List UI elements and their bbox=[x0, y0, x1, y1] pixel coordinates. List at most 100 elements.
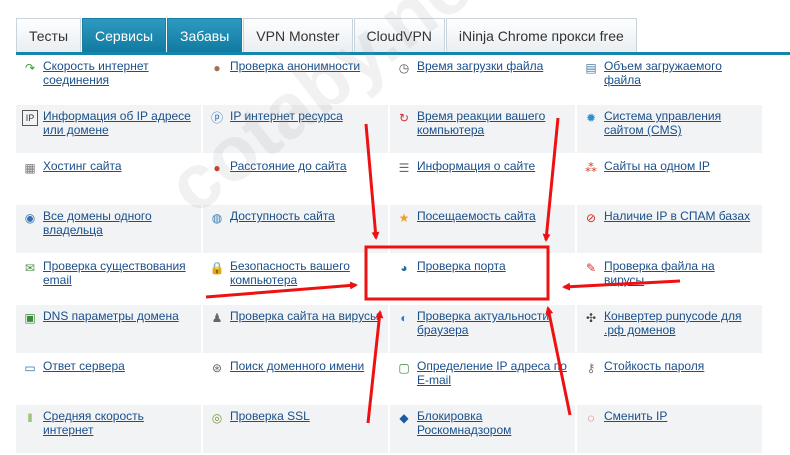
service-item: ★ Посещаемость сайта bbox=[390, 205, 575, 253]
service-item: ◉ Все домены одного владельца bbox=[16, 205, 201, 253]
change-ip-icon: ◌ bbox=[587, 411, 595, 425]
service-link[interactable]: Доступность сайта bbox=[230, 209, 335, 223]
reaction-time-icon: ↻ bbox=[398, 111, 410, 125]
service-link[interactable]: Проверка сайта на вирусы bbox=[230, 309, 379, 323]
service-link[interactable]: Стойкость пароля bbox=[604, 359, 705, 373]
service-item: ◎ Проверка SSL bbox=[203, 405, 388, 453]
service-link[interactable]: Ответ сервера bbox=[43, 359, 125, 373]
service-link[interactable]: Сменить IP bbox=[604, 409, 668, 423]
service-item: ▢ Определение IP адреса по E-mail bbox=[390, 355, 575, 403]
email-check-icon: ✉ bbox=[24, 261, 36, 275]
file-size-icon: ▤ bbox=[585, 61, 597, 75]
tab-underline bbox=[16, 52, 790, 55]
port-globe-icon: ◕ bbox=[400, 261, 408, 275]
service-item: ◐ Проверка актуальности браузера bbox=[390, 305, 575, 353]
service-link[interactable]: Конвертер punycode для .рф доменов bbox=[604, 309, 742, 337]
punycode-icon: ✣ bbox=[585, 311, 597, 325]
service-link[interactable]: Средняя скорость интернет bbox=[43, 409, 144, 437]
anonymous-user-icon: ● bbox=[213, 61, 221, 75]
service-link[interactable]: Информация о сайте bbox=[417, 159, 536, 173]
service-link[interactable]: Хостинг сайта bbox=[43, 159, 122, 173]
service-item: 🔒 Безопасность вашего компьютера bbox=[203, 255, 388, 303]
service-link[interactable]: Проверка SSL bbox=[230, 409, 310, 423]
service-item: ◍ Доступность сайта bbox=[203, 205, 388, 253]
speed-arrow-icon: ↷ bbox=[24, 61, 36, 75]
password-key-icon: ⚷ bbox=[586, 361, 596, 375]
server-response-icon: ▭ bbox=[24, 361, 36, 375]
shared-ip-icon: ⁂ bbox=[585, 161, 597, 175]
service-item: ◕ Проверка порта bbox=[390, 255, 575, 303]
hosting-server-icon: ▦ bbox=[24, 161, 36, 175]
tab-5[interactable]: CloudVPN bbox=[353, 18, 445, 52]
service-item: ◌ Сменить IP bbox=[577, 405, 762, 453]
service-link[interactable]: Проверка анонимности bbox=[230, 59, 361, 73]
tab-6[interactable]: iNinja Chrome прокси free bbox=[445, 18, 637, 52]
service-link[interactable]: Проверка актуальности браузера bbox=[417, 309, 550, 337]
availability-globe-icon: ◍ bbox=[211, 211, 223, 225]
service-link[interactable]: Посещаемость сайта bbox=[417, 209, 536, 223]
service-link[interactable]: Информация об IP адресе или домене bbox=[43, 109, 191, 137]
domains-owner-icon: ◉ bbox=[24, 211, 36, 225]
service-link[interactable]: Система управления сайтом (CMS) bbox=[604, 109, 722, 137]
service-link[interactable]: Проверка существования email bbox=[43, 259, 186, 287]
star-icon: ★ bbox=[398, 211, 410, 225]
average-speed-icon: ‖ bbox=[27, 411, 33, 425]
service-link[interactable]: Наличие IP в СПАМ базах bbox=[604, 209, 751, 223]
domain-search-icon: ⊛ bbox=[211, 361, 223, 375]
ssl-icon: ◎ bbox=[211, 411, 223, 425]
service-item: ↻ Время реакции вашего компьютера bbox=[390, 105, 575, 153]
site-virus-icon: ♟ bbox=[211, 311, 223, 325]
site-info-icon: ☰ bbox=[398, 161, 410, 175]
service-item: ✉ Проверка существования email bbox=[16, 255, 201, 303]
service-link[interactable]: Скорость интернет соединения bbox=[43, 59, 149, 87]
ip-info-icon: IP bbox=[22, 110, 38, 126]
service-item: ● Расстояние до сайта bbox=[203, 155, 388, 203]
browser-icon: ◐ bbox=[400, 311, 408, 325]
service-link[interactable]: Проверка порта bbox=[417, 259, 506, 273]
map-pin-icon: ● bbox=[213, 161, 221, 175]
service-item: ✣ Конвертер punycode для .рф доменов bbox=[577, 305, 762, 353]
service-item: ✎ Проверка файла на вирусы bbox=[577, 255, 762, 303]
service-item: ⚷ Стойкость пароля bbox=[577, 355, 762, 403]
service-link[interactable]: Определение IP адреса по E-mail bbox=[417, 359, 567, 387]
service-item: ⓟ IP интернет ресурса bbox=[203, 105, 388, 153]
service-link[interactable]: IP интернет ресурса bbox=[230, 109, 343, 123]
service-link[interactable]: Расстояние до сайта bbox=[230, 159, 347, 173]
tab-2[interactable]: Сервисы bbox=[82, 18, 167, 52]
service-link[interactable]: Безопасность вашего компьютера bbox=[230, 259, 350, 287]
tab-3[interactable]: Забавы bbox=[167, 18, 243, 52]
tab-4[interactable]: VPN Monster bbox=[243, 18, 353, 52]
service-link[interactable]: Сайты на одном IP bbox=[604, 159, 710, 173]
service-item: ⊘Наличие IP в СПАМ базах bbox=[577, 205, 762, 253]
cms-gear-icon: ✹ bbox=[585, 111, 597, 125]
lock-icon: 🔒 bbox=[209, 261, 225, 275]
service-item: ▤ Объем загружаемого файла bbox=[577, 55, 762, 103]
service-link[interactable]: Объем загружаемого файла bbox=[604, 59, 722, 87]
service-item: ⊛ Поиск доменного имени bbox=[203, 355, 388, 403]
service-item: ◷ Время загрузки файла bbox=[390, 55, 575, 103]
clock-icon: ◷ bbox=[398, 61, 410, 75]
service-link[interactable]: Поиск доменного имени bbox=[230, 359, 365, 373]
file-virus-icon: ✎ bbox=[585, 261, 597, 275]
service-link[interactable]: Время загрузки файла bbox=[417, 59, 544, 73]
service-item: ▭ Ответ сервера bbox=[16, 355, 201, 403]
service-item: ♟ Проверка сайта на вирусы bbox=[203, 305, 388, 353]
tab-1[interactable]: Тесты bbox=[16, 18, 82, 52]
service-item: ◆ Блокировка Роскомнадзором bbox=[390, 405, 575, 453]
service-item: ▦ Хостинг сайта bbox=[16, 155, 201, 203]
service-link[interactable]: Все домены одного владельца bbox=[43, 209, 152, 237]
service-link[interactable]: DNS параметры домена bbox=[43, 309, 179, 323]
block-rkn-icon: ◆ bbox=[399, 411, 409, 425]
service-item: ☰ Информация о сайте bbox=[390, 155, 575, 203]
service-item: ↷ Скорость интернет соединения bbox=[16, 55, 201, 103]
service-item: IP Информация об IP адресе или домене bbox=[16, 105, 201, 153]
service-link[interactable]: Время реакции вашего компьютера bbox=[417, 109, 546, 137]
service-link[interactable]: Проверка файла на вирусы bbox=[604, 259, 715, 287]
service-item: ● Проверка анонимности bbox=[203, 55, 388, 103]
service-link[interactable]: Блокировка Роскомнадзором bbox=[417, 409, 512, 437]
service-item: ✹ Система управления сайтом (CMS) bbox=[577, 105, 762, 153]
service-item: ▣DNS параметры домена bbox=[16, 305, 201, 353]
ip-by-email-icon: ▢ bbox=[398, 361, 410, 375]
ip-resource-icon: ⓟ bbox=[210, 111, 223, 125]
